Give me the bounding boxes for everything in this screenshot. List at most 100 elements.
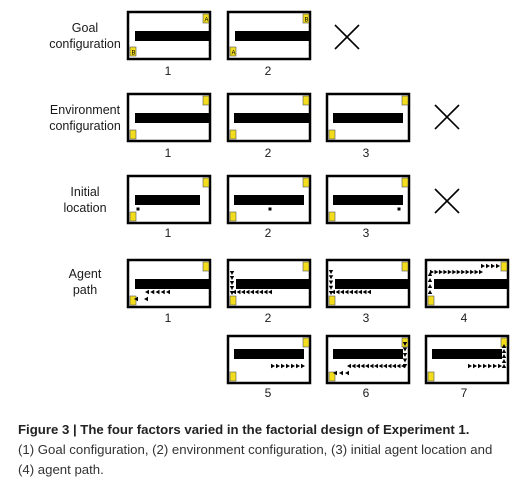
goal-marker xyxy=(302,261,310,272)
agent-path-panel xyxy=(424,258,510,309)
cross-stroke xyxy=(334,24,360,50)
panel-frame xyxy=(325,334,411,385)
agent-path-number: 7 xyxy=(460,386,468,400)
agent-path-number: 3 xyxy=(362,311,370,325)
goal-marker xyxy=(129,129,137,140)
wall-barrier xyxy=(236,279,310,289)
wall-barrier xyxy=(135,195,200,205)
goal-marker xyxy=(500,261,508,272)
row-label-initial-location: Initial location xyxy=(63,185,107,215)
path-arrow xyxy=(501,359,507,363)
initial-location-panel xyxy=(325,174,411,225)
path-arrow xyxy=(483,363,487,369)
goal-marker xyxy=(202,177,210,188)
agent-path-panel xyxy=(325,334,411,385)
caption-body: (1) Goal configuration, (2) environment … xyxy=(18,442,493,477)
path-arrow xyxy=(328,280,334,285)
path-arrow xyxy=(271,363,275,369)
agent-path-number: 4 xyxy=(460,311,468,325)
path-arrow xyxy=(479,269,483,275)
row-label-agent-path: Agent path xyxy=(68,267,102,297)
path-arrow xyxy=(392,363,396,369)
goal-config-number: 2 xyxy=(264,64,272,78)
path-arrow xyxy=(291,363,295,369)
goal-marker xyxy=(202,13,210,24)
wall-barrier xyxy=(234,113,310,123)
cross-icon xyxy=(434,104,460,130)
path-arrow xyxy=(232,289,236,295)
goal-marker xyxy=(202,261,210,272)
path-arrow xyxy=(491,263,495,269)
goal-marker xyxy=(328,211,336,222)
path-arrow xyxy=(427,290,433,294)
environment-config-panel xyxy=(226,92,312,143)
path-arrow xyxy=(473,363,477,369)
path-arrow xyxy=(365,363,369,369)
cross-stroke xyxy=(434,104,460,130)
path-arrow xyxy=(296,363,300,369)
path-arrow xyxy=(362,289,367,295)
wall-barrier xyxy=(432,349,502,359)
wall-barrier xyxy=(234,349,304,359)
wall-barrier xyxy=(333,195,403,205)
path-arrow xyxy=(438,269,443,275)
path-arrow xyxy=(241,289,245,295)
goal-marker xyxy=(229,295,237,306)
agent-start-dot xyxy=(136,207,140,211)
path-arrow xyxy=(478,363,482,369)
path-arrow xyxy=(250,289,254,295)
path-arrow xyxy=(335,289,340,295)
path-arrow xyxy=(427,278,433,282)
goal-marker xyxy=(229,46,237,57)
path-arrow xyxy=(358,289,362,295)
path-arrow xyxy=(367,289,371,295)
path-arrow xyxy=(268,289,272,295)
path-arrow xyxy=(401,363,405,369)
cross-icon xyxy=(434,188,460,214)
wall-barrier xyxy=(235,31,310,41)
path-arrow xyxy=(281,363,285,369)
path-arrow xyxy=(369,363,374,369)
goal-config-panel: BA xyxy=(226,10,312,61)
panel-frame xyxy=(424,334,510,385)
goal-marker xyxy=(129,211,137,222)
wall-barrier xyxy=(333,349,403,359)
cross-icon xyxy=(334,24,360,50)
path-arrow xyxy=(488,363,492,369)
initial-location-number: 3 xyxy=(362,226,370,240)
agent-path-number: 6 xyxy=(362,386,370,400)
path-arrow xyxy=(166,289,170,295)
goal-marker xyxy=(202,95,210,106)
path-arrow xyxy=(328,270,334,274)
path-arrow xyxy=(470,269,475,275)
path-arrow xyxy=(427,284,433,288)
path-arrow xyxy=(144,296,148,302)
path-arrow xyxy=(402,342,408,346)
environment-config-panel xyxy=(126,92,212,143)
path-arrow xyxy=(468,363,472,369)
wall-barrier xyxy=(434,279,508,289)
goal-marker xyxy=(229,129,237,140)
wall-barrier xyxy=(135,113,210,123)
path-arrow xyxy=(160,289,165,295)
path-arrow xyxy=(374,363,378,369)
path-arrow xyxy=(328,285,334,290)
path-arrow xyxy=(402,347,408,352)
path-arrow xyxy=(486,263,490,269)
goal-marker xyxy=(328,371,336,382)
path-arrow xyxy=(461,269,466,275)
agent-path-number: 2 xyxy=(264,311,272,325)
goal-marker xyxy=(401,261,409,272)
caption-title: Figure 3 | The four factors varied in th… xyxy=(18,422,470,437)
path-arrow xyxy=(236,289,241,295)
path-arrow xyxy=(387,363,392,369)
environment-config-number: 3 xyxy=(362,146,370,160)
initial-location-panel xyxy=(226,174,312,225)
goal-marker xyxy=(229,371,237,382)
path-arrow xyxy=(501,344,507,348)
path-arrow xyxy=(447,269,452,275)
path-arrow xyxy=(351,363,356,369)
path-arrow xyxy=(349,289,353,295)
agent-path-panel xyxy=(226,334,312,385)
